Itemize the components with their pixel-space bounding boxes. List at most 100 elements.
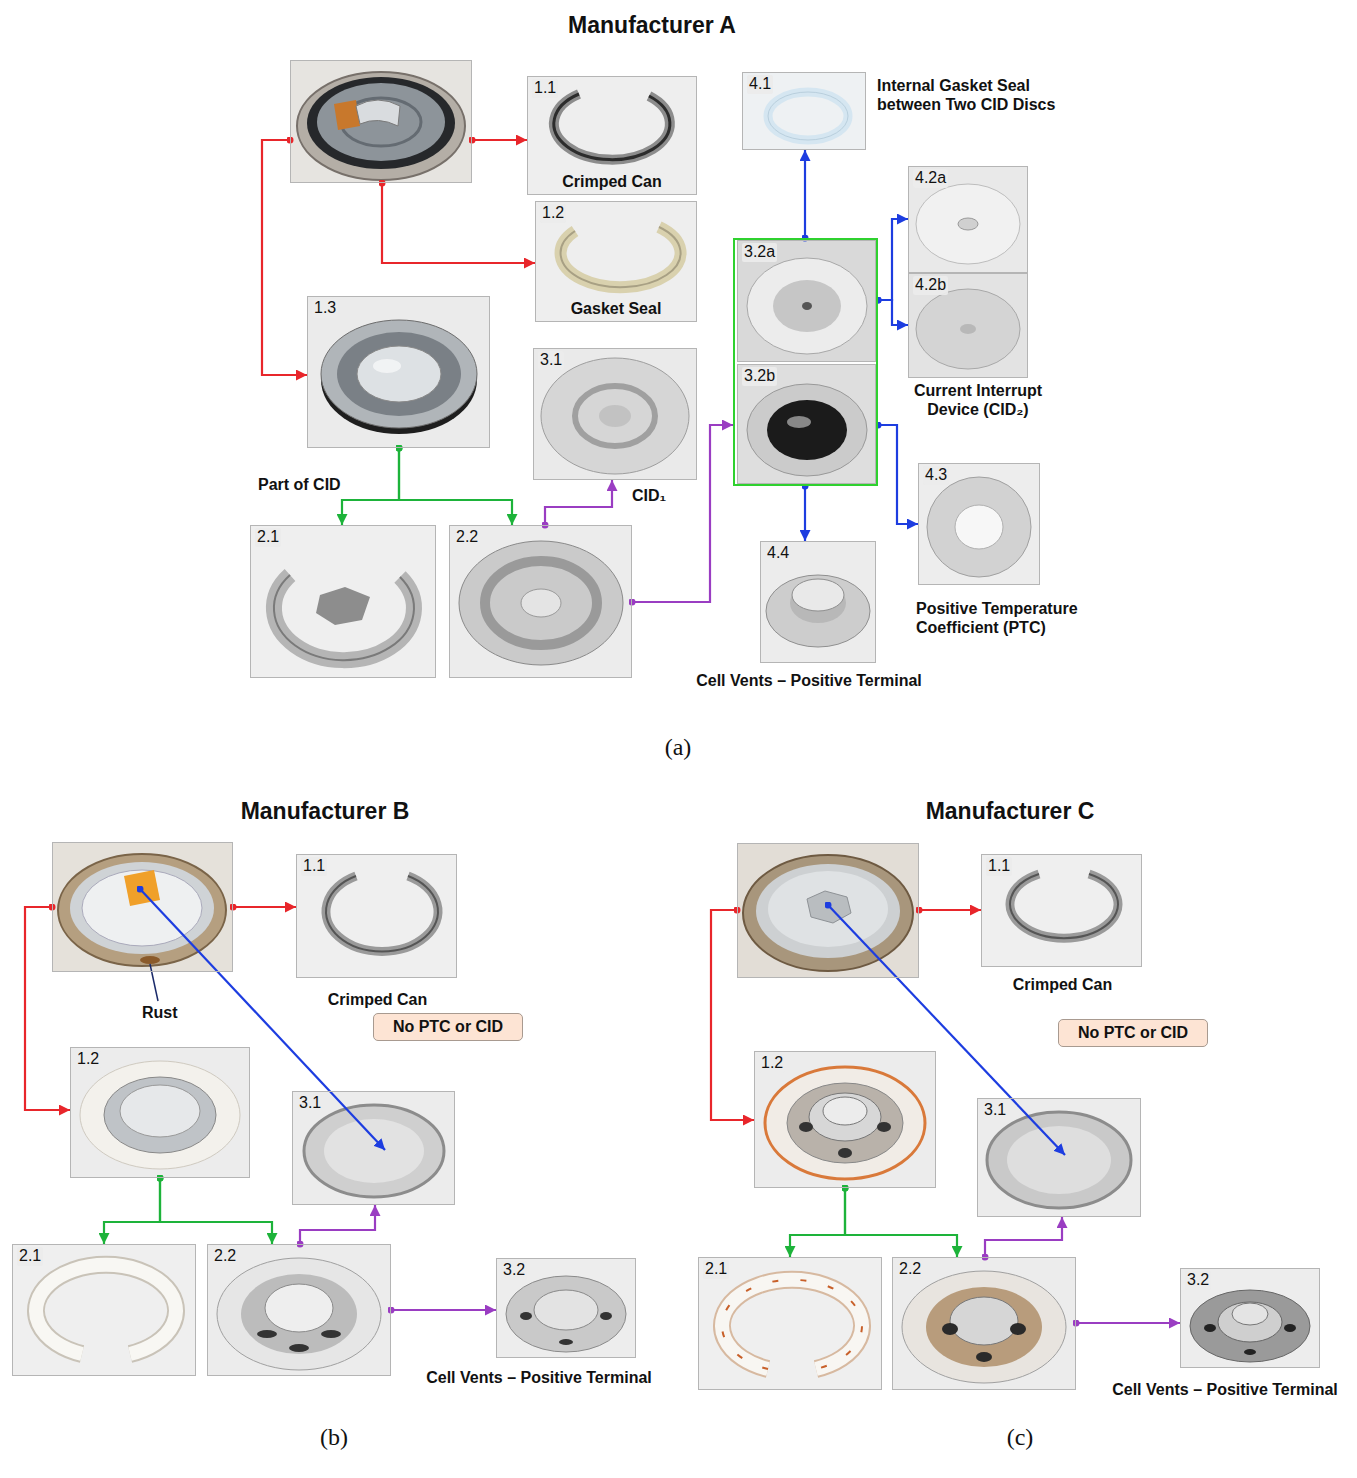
crimped-can-photo-part: [1010, 874, 1118, 938]
vent-cap-photo-part: [976, 1352, 992, 1362]
part-label: CID₁: [632, 487, 666, 506]
disc-photo-part: [459, 541, 623, 665]
internal-gasket-photo: [742, 72, 866, 150]
callout-number: 1.1: [532, 79, 558, 98]
connector-arrow: [985, 1217, 1062, 1257]
photo-box: 3.2a: [737, 240, 876, 362]
cap-assembly-photo-part: [838, 1148, 852, 1158]
crimped-can-photo-part: [527, 76, 697, 195]
connector-arrow: [262, 140, 307, 375]
vent-cap-photo-part: [926, 1287, 1042, 1367]
cid-dome-photo: [737, 364, 876, 484]
vent-cap-photo-part: [496, 1258, 636, 1358]
terminal-cap-photo-part: [792, 579, 844, 611]
cap-assembly-photo-part: [373, 359, 401, 373]
foil-photo-part: [304, 1105, 444, 1197]
gasket-seal-photo-part: [535, 201, 697, 322]
callout-number: 2.2: [897, 1260, 923, 1279]
crimped-can-photo-part: [981, 854, 1142, 967]
cell-top-photo-part: [124, 870, 160, 906]
connector-arrow: [878, 425, 918, 524]
rust-leader: [150, 964, 158, 1001]
cap-assembly-photo: [70, 1047, 250, 1178]
cell-top-photo: [737, 843, 919, 978]
note-text: No PTC or CID: [1078, 1024, 1188, 1043]
photo-box: 3.2Cell Vents – Positive Terminal: [496, 1258, 636, 1358]
callout-number: 1.1: [301, 857, 327, 876]
crimped-can-photo-part: [554, 94, 670, 160]
connector-arrow: [878, 219, 908, 300]
connector-arrow: [845, 1188, 957, 1257]
connector-arrow: [140, 889, 385, 1150]
vent-cap-photo-part: [600, 1312, 612, 1320]
part-caption: Cell Vents – Positive Terminal: [426, 1369, 652, 1388]
panel-letter: (b): [320, 1423, 348, 1451]
crimped-can-photo: [527, 76, 697, 195]
connector-arrow: [711, 910, 754, 1120]
part-caption: Crimped Can: [559, 173, 665, 192]
white-gasket-photo-part: [698, 1257, 882, 1390]
callout-number: 2.1: [703, 1260, 729, 1279]
note-box: No PTC or CID: [1058, 1019, 1208, 1047]
photo-box: 1.3: [307, 296, 490, 448]
rust-leader-part: [150, 964, 158, 1001]
cid-disc-photo-part: [802, 302, 812, 310]
crimped-can-photo-part: [326, 876, 438, 951]
vent-cap-photo-part: [241, 1274, 357, 1354]
crimped-can-photo-part: [326, 876, 438, 951]
panel-title: Manufacturer C: [926, 798, 1095, 825]
vent-cap-photo-part: [321, 1330, 341, 1338]
cid-disc-photo-part: [737, 240, 876, 362]
cap-assembly-photo-part: [307, 296, 490, 448]
vent-cap-photo-part: [1190, 1290, 1310, 1362]
cap-assembly-photo-part: [754, 1051, 936, 1188]
vent-cap-photo-part: [892, 1257, 1076, 1390]
disc-photo-part: [521, 589, 561, 617]
callout-number: 3.1: [982, 1101, 1008, 1120]
cell-top-photo: [290, 60, 472, 183]
panel-letter: (a): [665, 733, 692, 761]
note-text: No PTC or CID: [393, 1018, 503, 1037]
white-gasket-photo: [698, 1257, 882, 1390]
cap-assembly-photo: [754, 1051, 936, 1188]
connector-arrow: [919, 909, 981, 911]
photo-box: 2.2: [449, 525, 632, 678]
vent-cap-photo-part: [1284, 1324, 1296, 1332]
cell-top-photo-part: [70, 862, 214, 954]
cell-top-photo-part: [334, 100, 360, 130]
callout-number: 1.2: [759, 1054, 785, 1073]
vent-cap-photo: [207, 1244, 391, 1376]
vent-cap-photo-part: [1204, 1324, 1216, 1332]
connector-arrow: [545, 480, 612, 525]
connector-arrow: [804, 486, 806, 541]
cell-top-photo-part: [140, 956, 160, 964]
photo-box: [290, 60, 472, 183]
vent-cap-photo-part: [950, 1297, 1018, 1345]
part-caption: Cell Vents – Positive Terminal: [1112, 1381, 1338, 1400]
cell-top-photo-part: [317, 83, 445, 161]
cap-assembly-photo-part: [120, 1085, 200, 1137]
foil-photo: [977, 1098, 1141, 1217]
white-gasket-photo-part: [722, 1280, 862, 1369]
photo-box: 3.1: [533, 348, 697, 480]
callout-number: 3.1: [538, 351, 564, 370]
connector-arrow: [160, 1178, 272, 1244]
cell-top-photo: [52, 842, 233, 972]
part-label: Rust: [142, 1004, 178, 1023]
part-caption: Cell Vents – Positive Terminal: [696, 672, 922, 691]
connector-arrow: [472, 139, 527, 141]
connector-arrow: [104, 1178, 160, 1244]
connector-arrow: [382, 183, 535, 263]
photo-box: 3.2Cell Vents – Positive Terminal: [1180, 1268, 1320, 1368]
vent-cap-photo: [892, 1257, 1076, 1390]
cid-foil-photo-part: [599, 405, 631, 427]
vent-cap-photo-part: [1010, 1323, 1026, 1335]
vent-cap-photo-part: [207, 1244, 391, 1376]
photo-box: 2.2: [207, 1244, 391, 1376]
cid-disc-photo: [737, 240, 876, 362]
part-caption: Internal Gasket Seal between Two CID Dis…: [877, 77, 1092, 115]
cell-top-photo-part: [743, 855, 913, 971]
part-caption: Crimped Can: [1013, 976, 1113, 995]
callout-number: 2.1: [255, 528, 281, 547]
callout-number: 3.1: [297, 1094, 323, 1113]
